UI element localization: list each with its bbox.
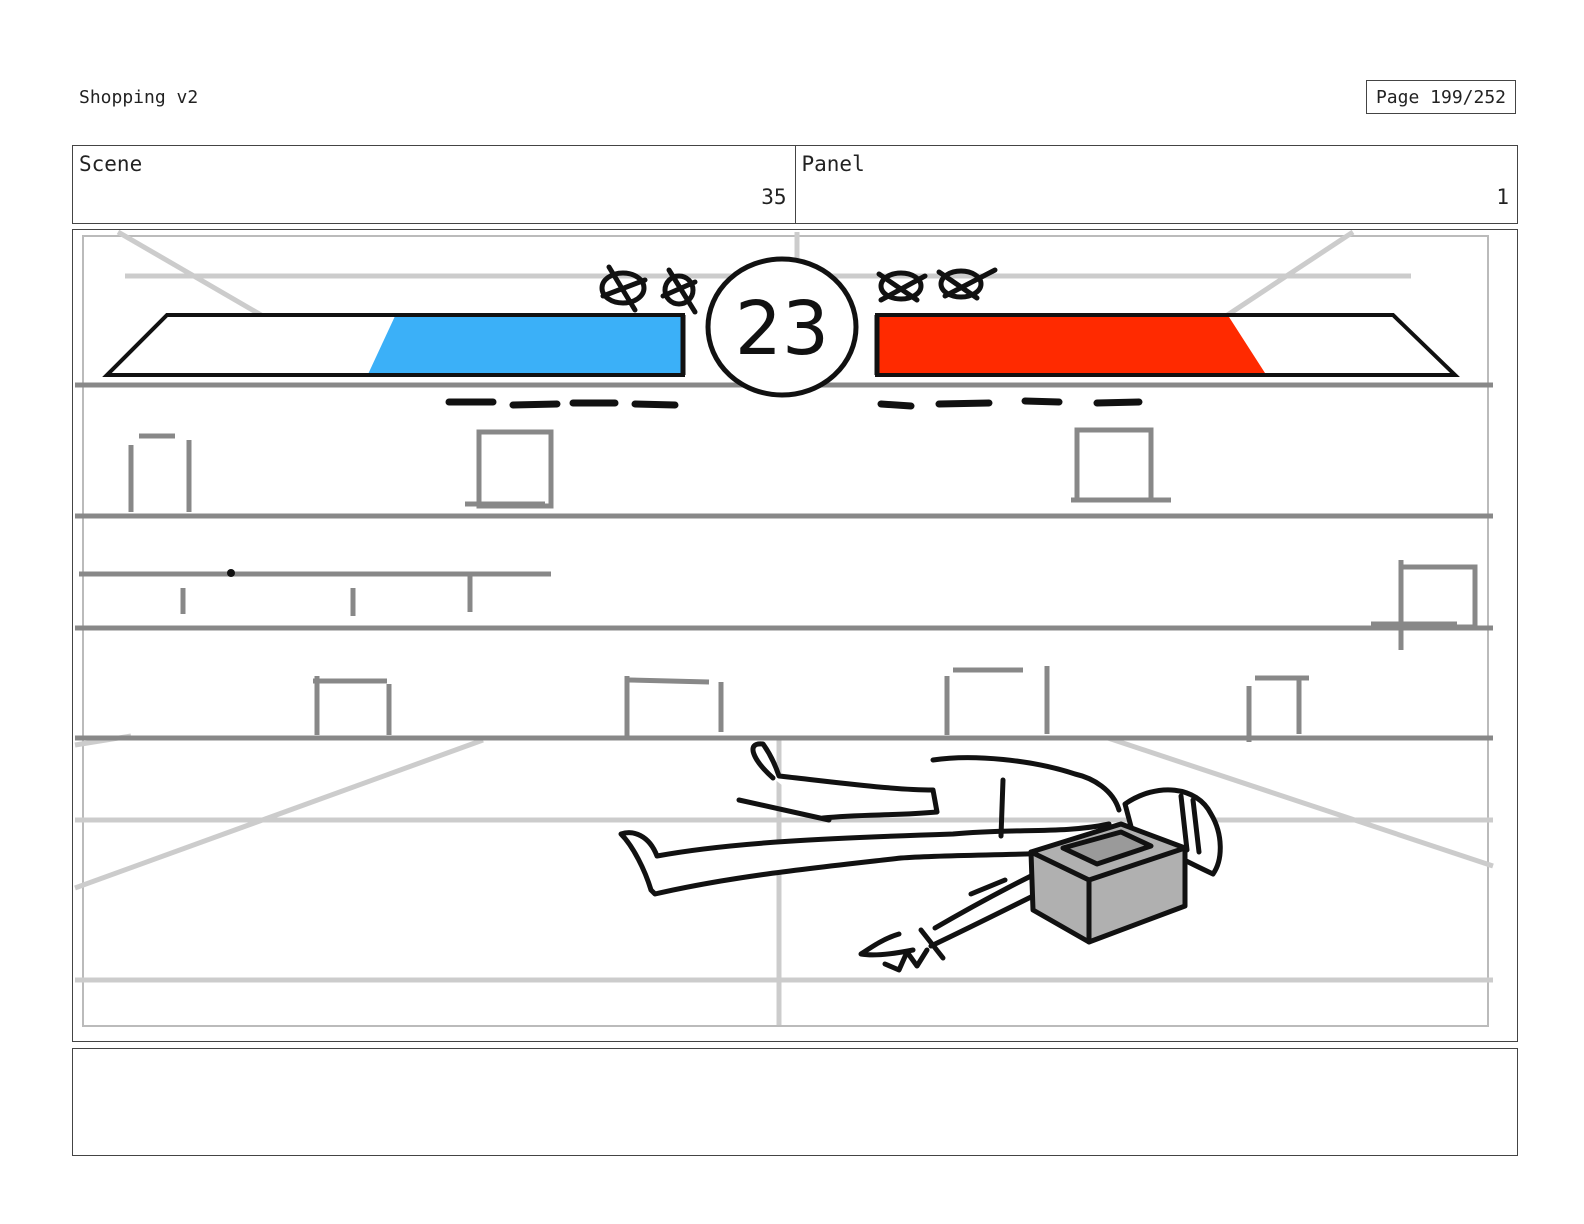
panel-cell: Panel 1 — [794, 146, 1518, 223]
round-win-markers — [599, 264, 998, 315]
scene-cell: Scene 35 — [73, 146, 795, 223]
shelf-products — [79, 427, 1478, 742]
scene-number: 35 — [761, 185, 787, 209]
storyboard-frame: 23 — [72, 229, 1518, 1042]
combo-dashes — [445, 397, 1143, 410]
shelves — [75, 382, 1493, 741]
notes-box — [72, 1048, 1518, 1156]
project-title: Shopping v2 — [79, 87, 199, 108]
left-health-bar — [102, 313, 686, 377]
page-indicator: Page 199/252 — [1366, 80, 1516, 114]
scene-label: Scene — [79, 152, 143, 176]
timer-text: 23 — [735, 286, 829, 372]
shelf-dot — [227, 569, 235, 577]
page-label: Page 199/252 — [1375, 86, 1507, 108]
panel-number: 1 — [1496, 185, 1509, 209]
right-health-bar — [874, 313, 1460, 377]
inner-border — [82, 235, 1489, 1027]
fallen-character — [618, 741, 1223, 973]
panel-label: Panel — [801, 152, 865, 176]
round-timer: 23 — [705, 256, 859, 398]
storyboard-drawing: 23 — [74, 230, 1494, 1027]
scene-panel-info: Scene 35 Panel 1 — [72, 145, 1518, 224]
